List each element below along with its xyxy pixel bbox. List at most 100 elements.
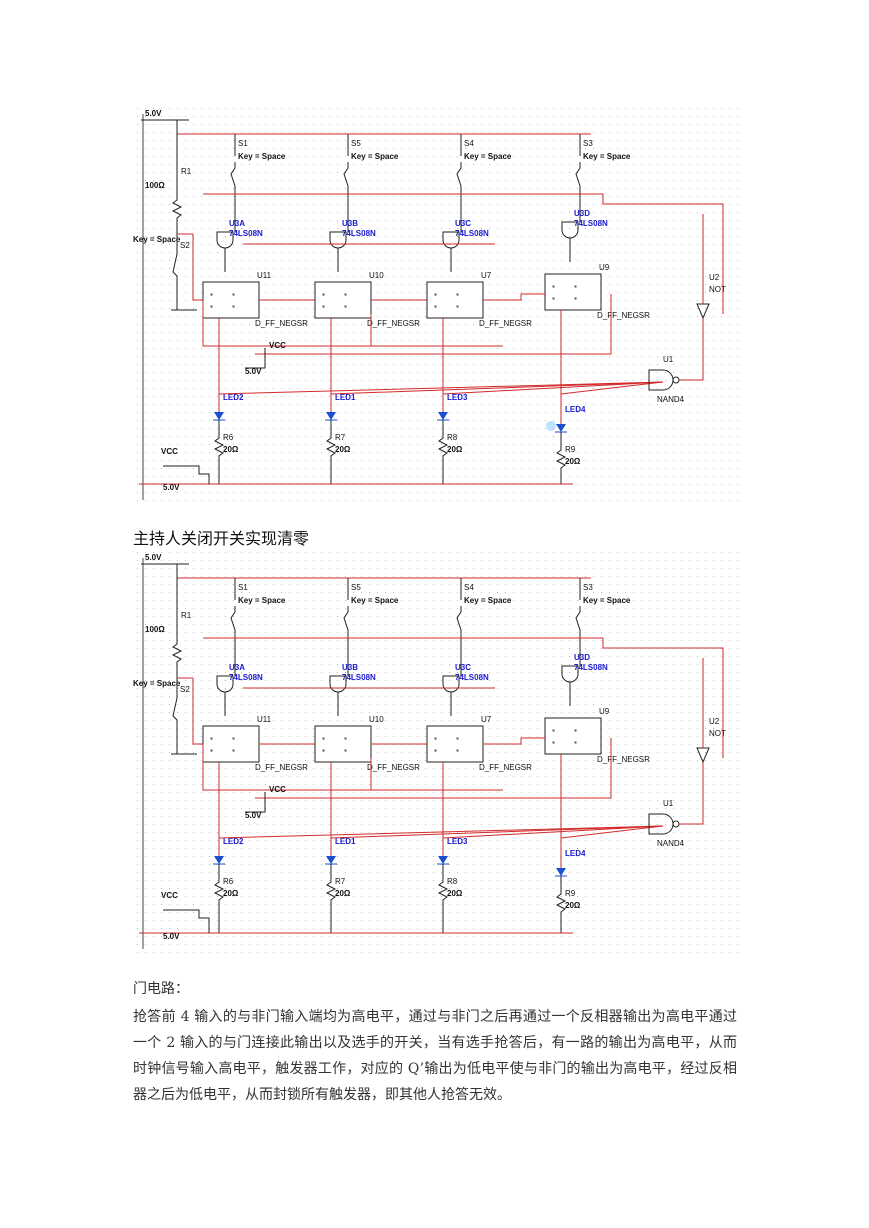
nand-gate-part: NAND4 bbox=[657, 395, 685, 404]
and-gate-1-symbol bbox=[329, 231, 347, 249]
clear-bus bbox=[202, 300, 503, 347]
resistor-3-value: 20Ω bbox=[565, 457, 581, 466]
flipflop-2-name: U7 bbox=[481, 271, 492, 280]
and-gate-3-part: 74LS08N bbox=[574, 663, 608, 672]
resistor-2-value: 20Ω bbox=[447, 889, 463, 898]
nand-input-3 bbox=[560, 825, 664, 839]
r1-label: R1 bbox=[181, 167, 192, 176]
vcc-bottom-value: 5.0V bbox=[163, 932, 180, 941]
r1-label: R1 bbox=[181, 611, 192, 620]
led-0-name: LED2 bbox=[223, 837, 244, 846]
vcc-label-bottom: VCC bbox=[161, 891, 178, 900]
resistor-1-symbol bbox=[325, 864, 337, 933]
not-gate-symbol bbox=[696, 303, 710, 320]
r1-value: 100Ω bbox=[145, 181, 165, 190]
feedback-wire bbox=[203, 637, 724, 758]
switch-0-body bbox=[230, 162, 236, 232]
schematic-caption: 主持人关闭开关实现清零 bbox=[133, 529, 310, 548]
switch-0-name: S1 bbox=[238, 583, 248, 592]
flipflop-0-box bbox=[202, 725, 260, 763]
supply-top-label: 5.0V bbox=[145, 109, 162, 118]
clear-bus bbox=[202, 744, 503, 791]
flipflop-0-part: D_FF_NEGSR bbox=[255, 763, 308, 772]
resistor-0-name: R6 bbox=[223, 877, 234, 886]
and-gate-2-name: U3C bbox=[455, 219, 471, 228]
flipflop-2-part: D_FF_NEGSR bbox=[479, 319, 532, 328]
not-gate-name: U2 bbox=[709, 717, 720, 726]
resistor-1-value: 20Ω bbox=[335, 445, 351, 454]
switch-2-name: S4 bbox=[464, 139, 474, 148]
s2-key-label: Key = Space bbox=[133, 679, 181, 688]
nand-input-3 bbox=[560, 381, 664, 395]
resistor-1-name: R7 bbox=[335, 433, 346, 442]
flipflop-2-pins bbox=[434, 737, 459, 752]
r1-value: 100Ω bbox=[145, 625, 165, 634]
switch-2-key: Key = Space bbox=[464, 152, 512, 161]
section-heading: 门电路： bbox=[133, 981, 189, 997]
led-1-name: LED1 bbox=[335, 837, 356, 846]
switch-2-body bbox=[456, 606, 462, 676]
flipflop-1-part: D_FF_NEGSR bbox=[367, 763, 420, 772]
flipflop-2-part: D_FF_NEGSR bbox=[479, 763, 532, 772]
flipflop-1-name: U10 bbox=[369, 271, 384, 280]
supply-vcc-mid: 5.0V bbox=[245, 811, 262, 820]
flipflop-3-pins bbox=[552, 729, 577, 744]
switch-1-body bbox=[343, 162, 349, 232]
return-wire bbox=[255, 738, 612, 799]
switch-2-name: S4 bbox=[464, 583, 474, 592]
s2-label: S2 bbox=[180, 241, 190, 250]
led-1-symbol bbox=[326, 856, 336, 864]
resistor-2-name: R8 bbox=[447, 877, 458, 886]
switch-0-key: Key = Space bbox=[238, 596, 286, 605]
switch-3-body bbox=[575, 162, 581, 222]
led-3-glow bbox=[546, 421, 556, 431]
resistor-0-name: R6 bbox=[223, 433, 234, 442]
resistor-0-value: 20Ω bbox=[223, 889, 239, 898]
flipflop-0-name: U11 bbox=[257, 271, 272, 280]
flipflop-3-name: U9 bbox=[599, 263, 610, 272]
resistor-1-name: R7 bbox=[335, 877, 346, 886]
reset-wire bbox=[192, 234, 203, 301]
and-gate-0-name: U3A bbox=[229, 663, 245, 672]
nand-gate-name: U1 bbox=[663, 799, 674, 808]
body-paragraph: 抢答前 4 输入的与非门输入端均为高电平，通过与非门之后再通过一个反相器输出为高… bbox=[133, 1004, 737, 1108]
resistor-2-symbol bbox=[437, 864, 449, 933]
resistor-2-symbol bbox=[437, 420, 449, 484]
resistor-1-value: 20Ω bbox=[335, 889, 351, 898]
resistor-0-symbol bbox=[213, 864, 225, 933]
s2-key-label: Key = Space bbox=[133, 235, 181, 244]
and-gate-0-name: U3A bbox=[229, 219, 245, 228]
flipflop-0-name: U11 bbox=[257, 715, 272, 724]
nand-gate-symbol bbox=[648, 813, 674, 835]
supply-top-label: 5.0V bbox=[145, 553, 162, 562]
nand-out-wire bbox=[679, 318, 704, 381]
and-gate-2-symbol bbox=[442, 675, 460, 693]
flipflop-1-box bbox=[314, 281, 372, 319]
flipflop-2-name: U7 bbox=[481, 715, 492, 724]
switch-3-key: Key = Space bbox=[583, 596, 631, 605]
flipflop-1-name: U10 bbox=[369, 715, 384, 724]
vcc-label-mid: VCC bbox=[269, 785, 286, 794]
flipflop-2-box bbox=[426, 281, 484, 319]
nand-input-0 bbox=[218, 825, 664, 839]
resistor-3-value: 20Ω bbox=[565, 901, 581, 910]
resistor-3-name: R9 bbox=[565, 445, 576, 454]
flipflop-0-pins bbox=[210, 293, 235, 308]
nand-gate-symbol bbox=[648, 369, 674, 391]
and-gate-3-symbol bbox=[561, 221, 579, 239]
nand-gate-name: U1 bbox=[663, 355, 674, 364]
led-2-symbol bbox=[438, 856, 448, 864]
flipflop-3-part: D_FF_NEGSR bbox=[597, 311, 650, 320]
and-gate-1-part: 74LS08N bbox=[342, 673, 376, 682]
switch-1-name: S5 bbox=[351, 583, 361, 592]
flipflop-1-part: D_FF_NEGSR bbox=[367, 319, 420, 328]
and-gate-0-part: 74LS08N bbox=[229, 673, 263, 682]
switch-3-key: Key = Space bbox=[583, 152, 631, 161]
and-gate-2-part: 74LS08N bbox=[455, 673, 489, 682]
switch-2-key: Key = Space bbox=[464, 596, 512, 605]
resistor-3-symbol bbox=[555, 432, 567, 484]
resistor-0-symbol bbox=[213, 420, 225, 484]
and-gate-1-name: U3B bbox=[342, 663, 358, 672]
